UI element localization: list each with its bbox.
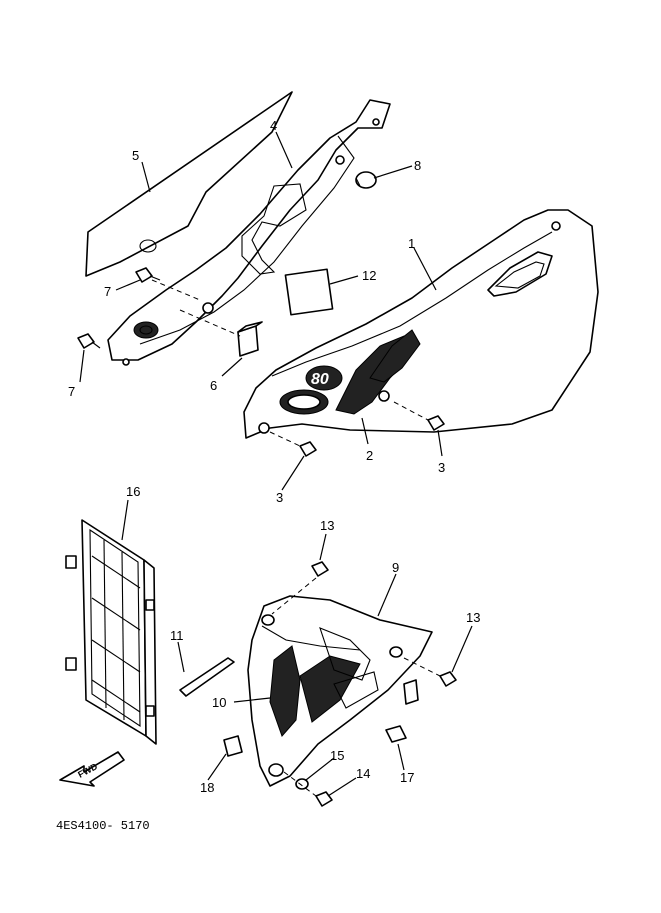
callout-3a: 3 — [438, 460, 445, 475]
side-cover-right-shape — [243, 209, 599, 439]
callout-4: 4 — [270, 118, 277, 133]
side-cover-left-shape — [107, 99, 391, 366]
graphic-side-cover-shape: 80 — [305, 329, 421, 415]
bolt-7b-shape — [77, 333, 101, 349]
nut-shape — [385, 725, 407, 743]
callout-6: 6 — [210, 378, 217, 393]
callout-12: 12 — [362, 268, 376, 283]
callout-3b: 3 — [276, 490, 283, 505]
grommet-shape — [355, 171, 377, 189]
radiator-guard-shape — [65, 519, 157, 745]
bolt-7a-shape — [135, 267, 161, 283]
callout-1: 1 — [408, 236, 415, 251]
callouts: 5 4 8 12 7 7 6 1 2 3 3 16 13 9 13 11 10 … — [68, 118, 480, 795]
callout-18: 18 — [200, 780, 214, 795]
strip-shape — [179, 657, 235, 697]
callout-11: 11 — [170, 628, 184, 643]
fastener-path-6 — [179, 309, 241, 337]
clip-shape — [223, 735, 243, 757]
callout-9: 9 — [392, 560, 399, 575]
callout-13b: 13 — [466, 610, 480, 625]
callout-14: 14 — [356, 766, 370, 781]
leader-lines — [79, 131, 473, 797]
washer-shape — [295, 778, 309, 790]
callout-5: 5 — [132, 148, 139, 163]
radiator-shroud-shape — [247, 595, 433, 787]
side-cover-emblem: 80 — [311, 371, 329, 388]
callout-13a: 13 — [320, 518, 334, 533]
graphic-left-shape — [85, 91, 293, 277]
bolt-3a-shape — [393, 401, 445, 431]
bolt-13b-shape — [403, 657, 457, 687]
callout-16: 16 — [126, 484, 140, 499]
callout-2: 2 — [366, 448, 373, 463]
callout-8: 8 — [414, 158, 421, 173]
plate-shape — [284, 268, 334, 316]
damper-shape — [237, 321, 263, 357]
bolt-14-shape — [283, 771, 333, 807]
callout-17: 17 — [400, 770, 414, 785]
bolt-3b-shape — [269, 431, 317, 457]
callout-10: 10 — [212, 695, 226, 710]
forward-arrow-icon: FWD — [59, 751, 125, 787]
bolt-13a-shape — [271, 561, 329, 615]
callout-7b: 7 — [68, 384, 75, 399]
callout-7a: 7 — [104, 284, 111, 299]
callout-15: 15 — [330, 748, 344, 763]
drawing-code: 4ES4100- 5170 — [56, 819, 150, 833]
